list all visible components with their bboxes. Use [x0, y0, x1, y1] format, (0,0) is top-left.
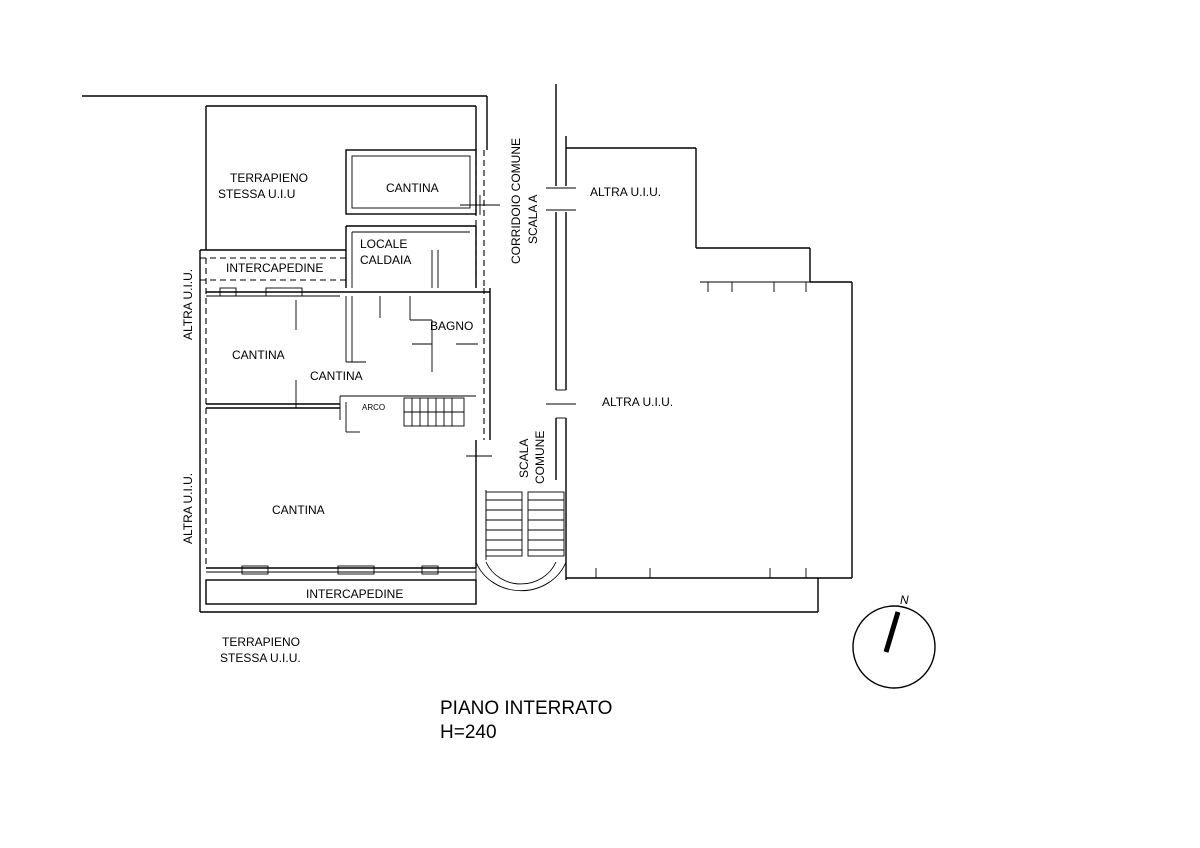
plan-title-block: PIANO INTERRATO H=240: [440, 698, 612, 743]
label-cantina-top: CANTINA: [386, 181, 439, 195]
room-labels: TERRAPIENO STESSA U.I.U CANTINA LOCALE C…: [181, 138, 673, 665]
plan-height-note: H=240: [440, 722, 497, 743]
label-cantina-left: CANTINA: [232, 348, 285, 362]
label-locale: LOCALE: [360, 237, 407, 251]
label-scala-a: SCALA A: [526, 195, 540, 244]
label-altra-uiu-left-bottom: ALTRA U.I.U.: [181, 473, 195, 544]
plan-title: PIANO INTERRATO: [440, 698, 612, 719]
internal-staircase: [403, 397, 465, 427]
north-arrow: N: [852, 593, 936, 689]
label-cantina-middle: CANTINA: [310, 369, 363, 383]
north-letter: N: [900, 593, 909, 607]
common-staircase: [475, 187, 576, 592]
label-comune: COMUNE: [533, 431, 547, 484]
label-terrapieno-bottom: TERRAPIENO: [222, 635, 300, 649]
label-terrapieno-bottom-2: STESSA U.I.U.: [220, 651, 301, 665]
label-corridoio-comune: CORRIDOIO COMUNE: [509, 138, 523, 264]
label-altra-uiu-mid-right: ALTRA U.I.U.: [602, 395, 673, 409]
label-terrapieno-top: TERRAPIENO: [230, 171, 308, 185]
cantinas-block: [206, 287, 492, 575]
label-arco: ARCO: [362, 403, 385, 412]
label-caldaia: CALDAIA: [360, 253, 411, 267]
label-intercapedine-bottom: INTERCAPEDINE: [306, 587, 403, 601]
outer-walls: [82, 84, 853, 613]
label-cantina-large: CANTINA: [272, 503, 325, 517]
label-altra-uiu-left-top: ALTRA U.I.U.: [181, 269, 195, 340]
label-bagno: BAGNO: [430, 319, 473, 333]
label-scala-comune: SCALA: [517, 439, 531, 478]
label-intercapedine-top: INTERCAPEDINE: [226, 261, 323, 275]
intercapedine-bottom: [205, 579, 477, 605]
intercapedine-top: [199, 249, 346, 612]
label-altra-uiu-top-right: ALTRA U.I.U.: [590, 185, 661, 199]
upper-rooms: [345, 149, 500, 288]
label-terrapieno-top-2: STESSA U.I.U: [218, 187, 295, 201]
